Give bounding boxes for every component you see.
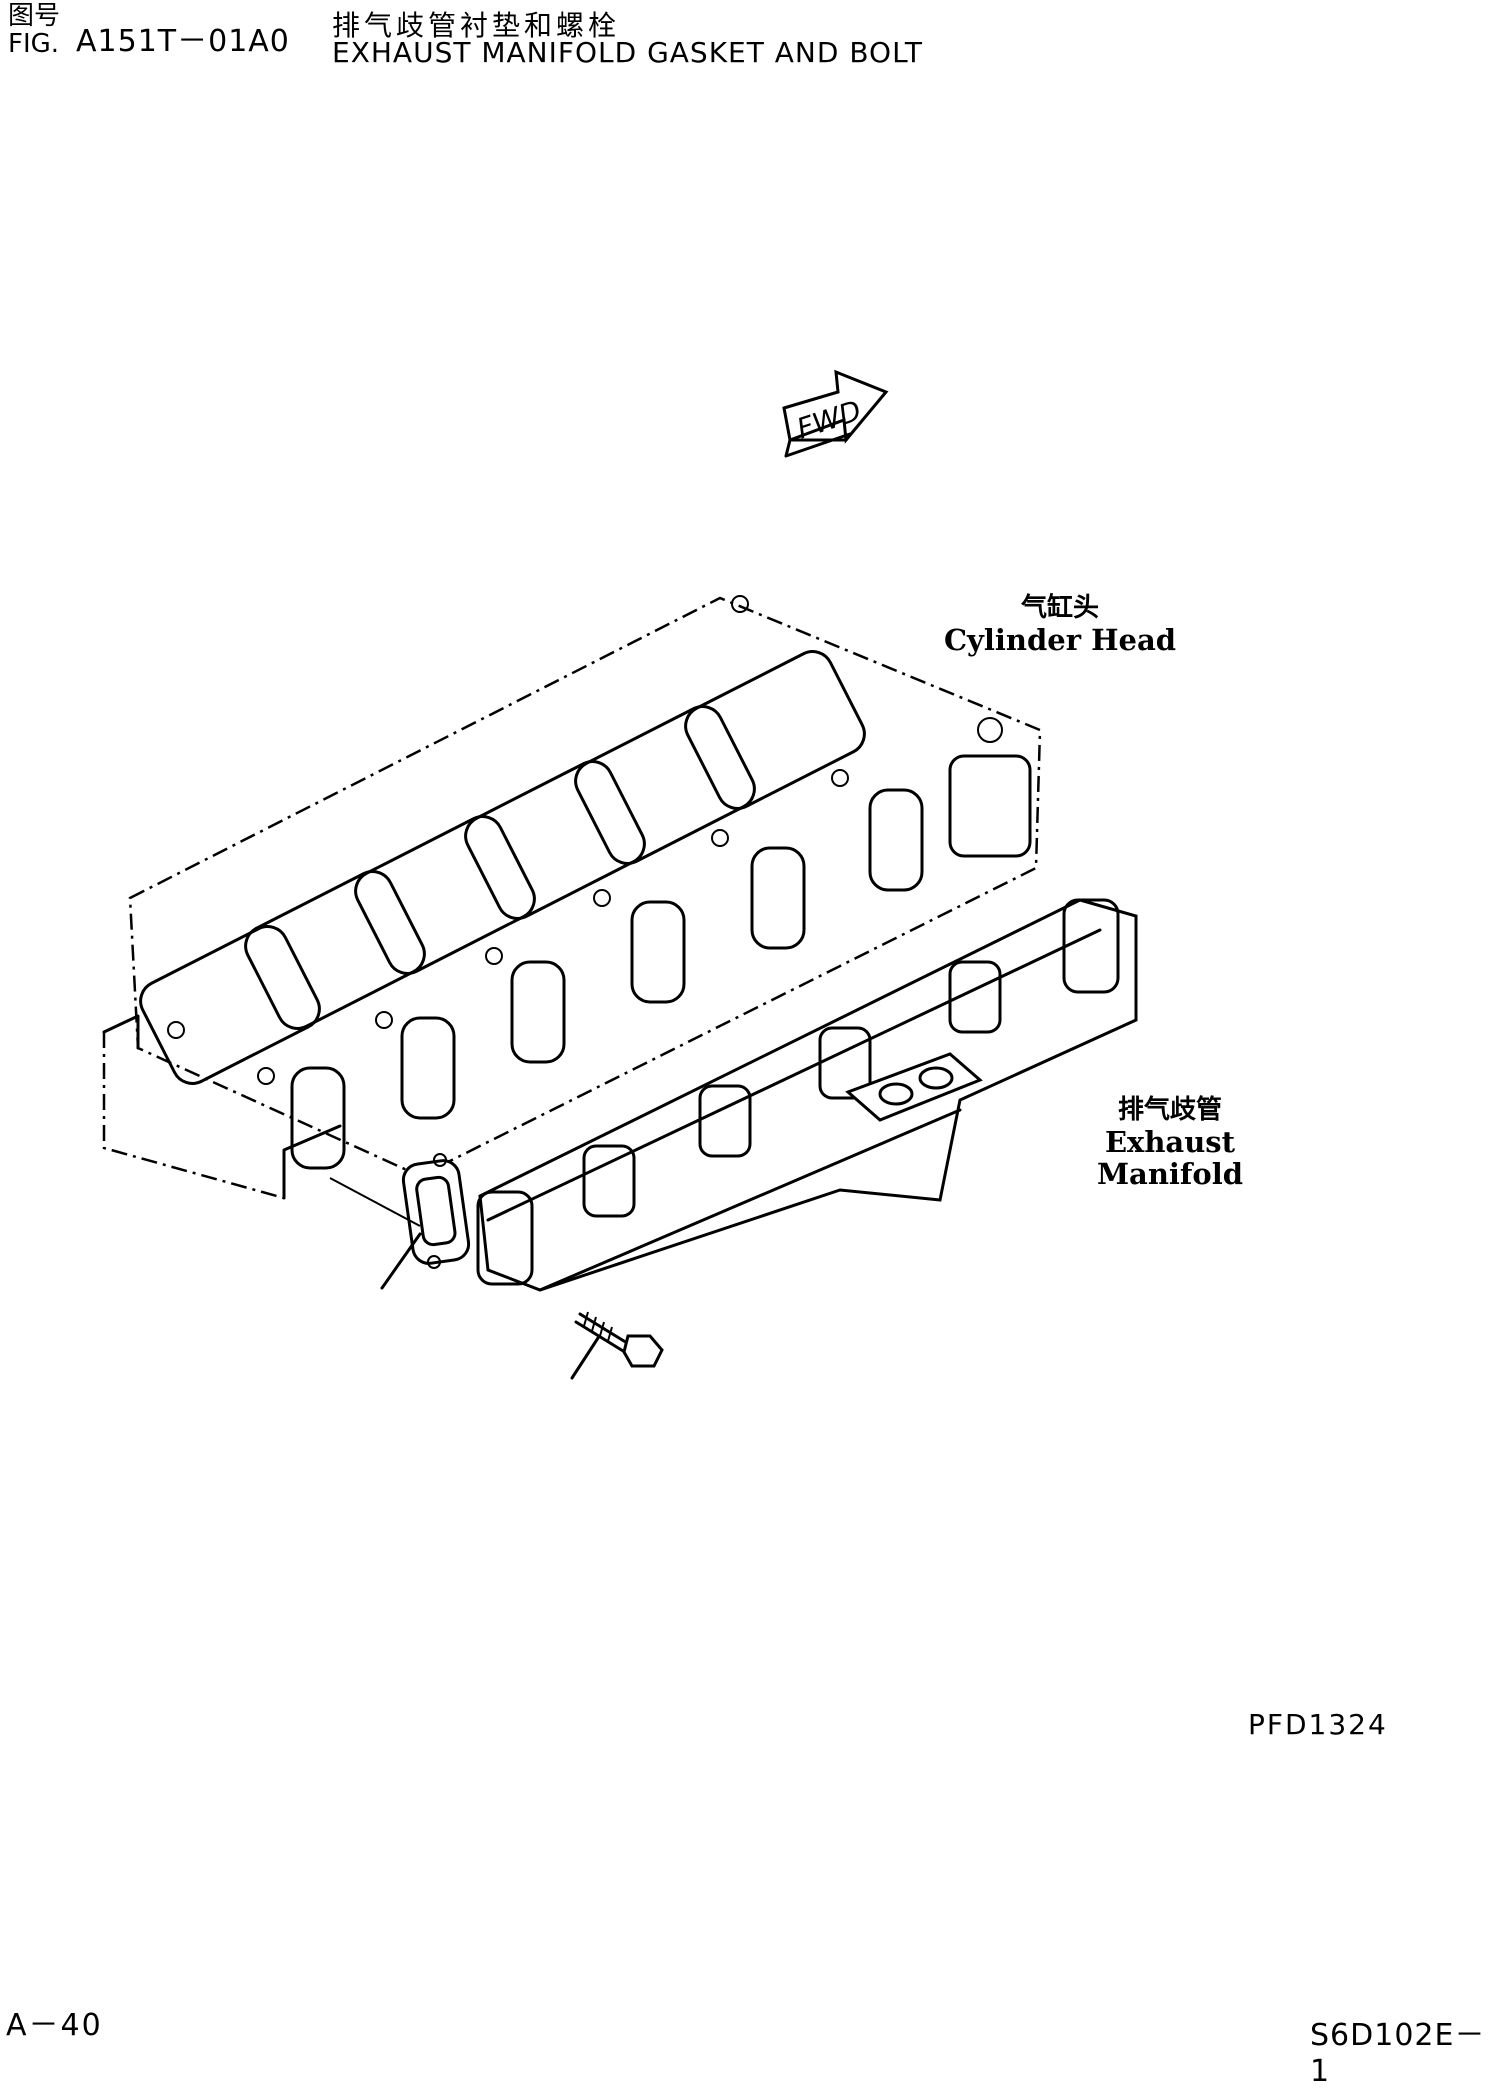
exhaust-manifold xyxy=(476,898,1138,1292)
figure-number: A151T－01A0 xyxy=(76,24,290,59)
manifold-bolt xyxy=(570,1311,664,1380)
exhaust-ports xyxy=(290,754,1032,1170)
page-number: A－40 xyxy=(6,2008,103,2043)
exhaust-manifold-label-cn: 排气歧管 xyxy=(1117,1095,1222,1125)
cylinder-head-label-cn: 气缸头 xyxy=(1020,593,1099,623)
exploded-parts-diagram: FWD xyxy=(102,369,1138,1380)
cylinder-head-label-en: Cylinder Head xyxy=(943,623,1177,657)
cylinder-head xyxy=(102,595,1042,1200)
model-code: S6D102E－1 xyxy=(1310,2018,1486,2089)
title-en: EXHAUST MANIFOLD GASKET AND BOLT xyxy=(332,36,923,69)
cylinder-head-label: 气缸头 Cylinder Head xyxy=(940,592,1180,656)
manifold-gasket xyxy=(329,1153,471,1290)
exhaust-manifold-label: 排气歧管 Exhaust Manifold xyxy=(1030,1094,1310,1190)
fwd-arrow-icon: FWD xyxy=(782,369,889,458)
combustion-chambers xyxy=(139,650,866,1085)
exhaust-manifold-label-en: Exhaust Manifold xyxy=(1096,1125,1244,1191)
fig-label-cn: 图号 xyxy=(8,1,61,31)
fig-label-en: FIG. xyxy=(8,29,60,59)
title-cn: 排气歧管衬垫和螺栓 xyxy=(332,9,621,42)
bolt-holes xyxy=(167,595,1003,1085)
reference-code: PFD1324 xyxy=(1248,1708,1388,1741)
